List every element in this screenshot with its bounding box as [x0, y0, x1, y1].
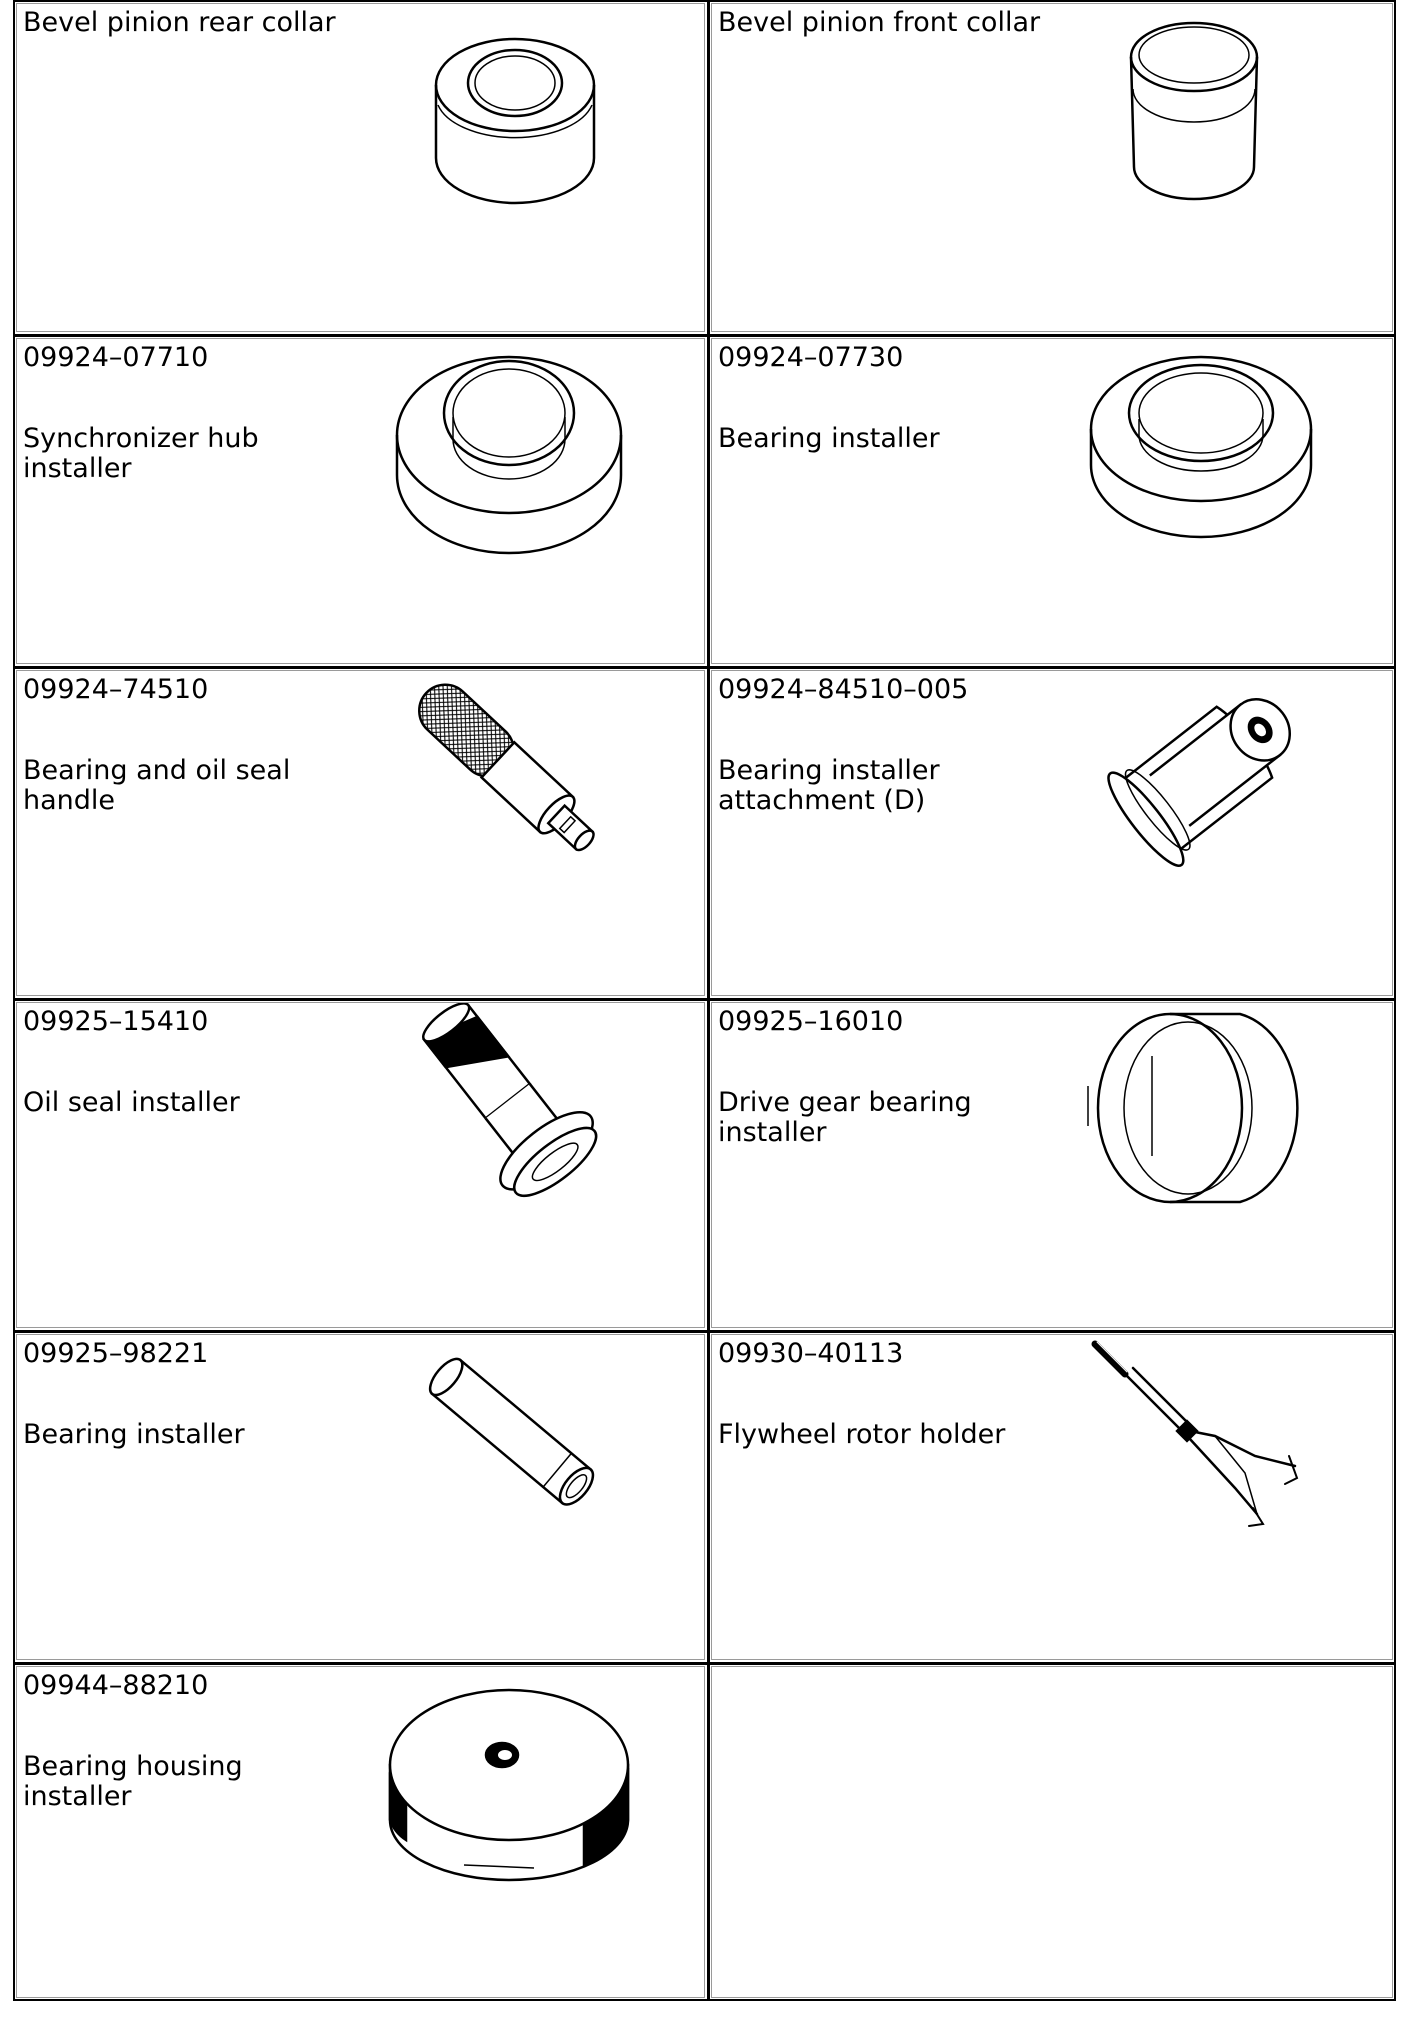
tool-cell: 09925–16010 Drive gear bearing installer	[708, 999, 1396, 1331]
tool-name: Bearing installer	[718, 423, 940, 454]
tool-name: Bearing installer attachment (D)	[718, 755, 940, 816]
tool-name: Bevel pinion rear collar	[23, 7, 336, 38]
tool-cell: Bevel pinion rear collar	[13, 0, 708, 335]
tool-name: Bevel pinion front collar	[718, 7, 1041, 38]
tool-cell: Bevel pinion front collar	[708, 0, 1396, 335]
bearing-installer-rod-icon	[409, 1338, 629, 1538]
tool-cell: 09924–07710 Synchronizer hub installer	[13, 335, 708, 667]
bevel-pinion-rear-collar-icon	[430, 33, 600, 208]
tool-cell: 09925–98221 Bearing installer	[13, 1331, 708, 1663]
bearing-installer-ring-icon	[1086, 347, 1316, 547]
tool-name: Oil seal installer	[23, 1087, 240, 1118]
special-tools-page: Bevel pinion rear collar Bevel pinion fr…	[13, 0, 1396, 2011]
tool-cell-empty	[708, 1663, 1396, 2001]
table-row: Bevel pinion rear collar Bevel pinion fr…	[13, 0, 1396, 335]
part-number: 09924–07710	[23, 342, 209, 373]
table-row: 09925–15410 Oil seal installer 09	[13, 999, 1396, 1331]
part-number: 09925–98221	[23, 1338, 209, 1369]
drive-gear-bearing-installer-icon	[1080, 1006, 1330, 1206]
tool-name: Bearing installer	[23, 1419, 245, 1450]
bearing-housing-installer-icon	[384, 1680, 634, 1885]
table-row: 09925–98221 Bearing installer 09930–4011…	[13, 1331, 1396, 1663]
tool-name: Bearing housing installer	[23, 1751, 243, 1812]
synchronizer-hub-installer-icon	[392, 347, 627, 557]
part-number: 09924–74510	[23, 674, 209, 705]
table-row: 09924–07710 Synchronizer hub installer 0…	[13, 335, 1396, 667]
tool-cell: 09924–07730 Bearing installer	[708, 335, 1396, 667]
tool-cell: 09924–74510 Bearing and oil seal handle	[13, 667, 708, 999]
tool-name: Synchronizer hub installer	[23, 423, 259, 484]
part-number: 09925–16010	[718, 1006, 904, 1037]
bearing-oil-seal-handle-icon	[402, 674, 632, 884]
table-row: 09924–74510 Bearing and oil seal handle	[13, 667, 1396, 999]
special-tools-table: Bevel pinion rear collar Bevel pinion fr…	[13, 0, 1396, 2001]
tool-name: Bearing and oil seal handle	[23, 755, 291, 816]
bevel-pinion-front-collar-icon	[1124, 17, 1264, 207]
part-number: 09924–84510–005	[718, 674, 969, 705]
tool-name: Flywheel rotor holder	[718, 1419, 1006, 1450]
flywheel-rotor-holder-icon	[1085, 1338, 1315, 1538]
part-number: 09924–07730	[718, 342, 904, 373]
part-number: 09930–40113	[718, 1338, 904, 1369]
tool-cell: 09925–15410 Oil seal installer	[13, 999, 708, 1331]
table-row: 09944–88210 Bearing housing installer	[13, 1663, 1396, 2001]
part-number: 09925–15410	[23, 1006, 209, 1037]
tool-cell: 09930–40113 Flywheel rotor holder	[708, 1331, 1396, 1663]
tool-cell: 09924–84510–005 Bearing installer attach…	[708, 667, 1396, 999]
tool-cell: 09944–88210 Bearing housing installer	[13, 1663, 708, 2001]
tool-name: Drive gear bearing installer	[718, 1087, 972, 1148]
part-number: 09944–88210	[23, 1670, 209, 1701]
bearing-installer-attachment-icon	[1105, 673, 1305, 873]
oil-seal-installer-icon	[407, 1003, 627, 1223]
